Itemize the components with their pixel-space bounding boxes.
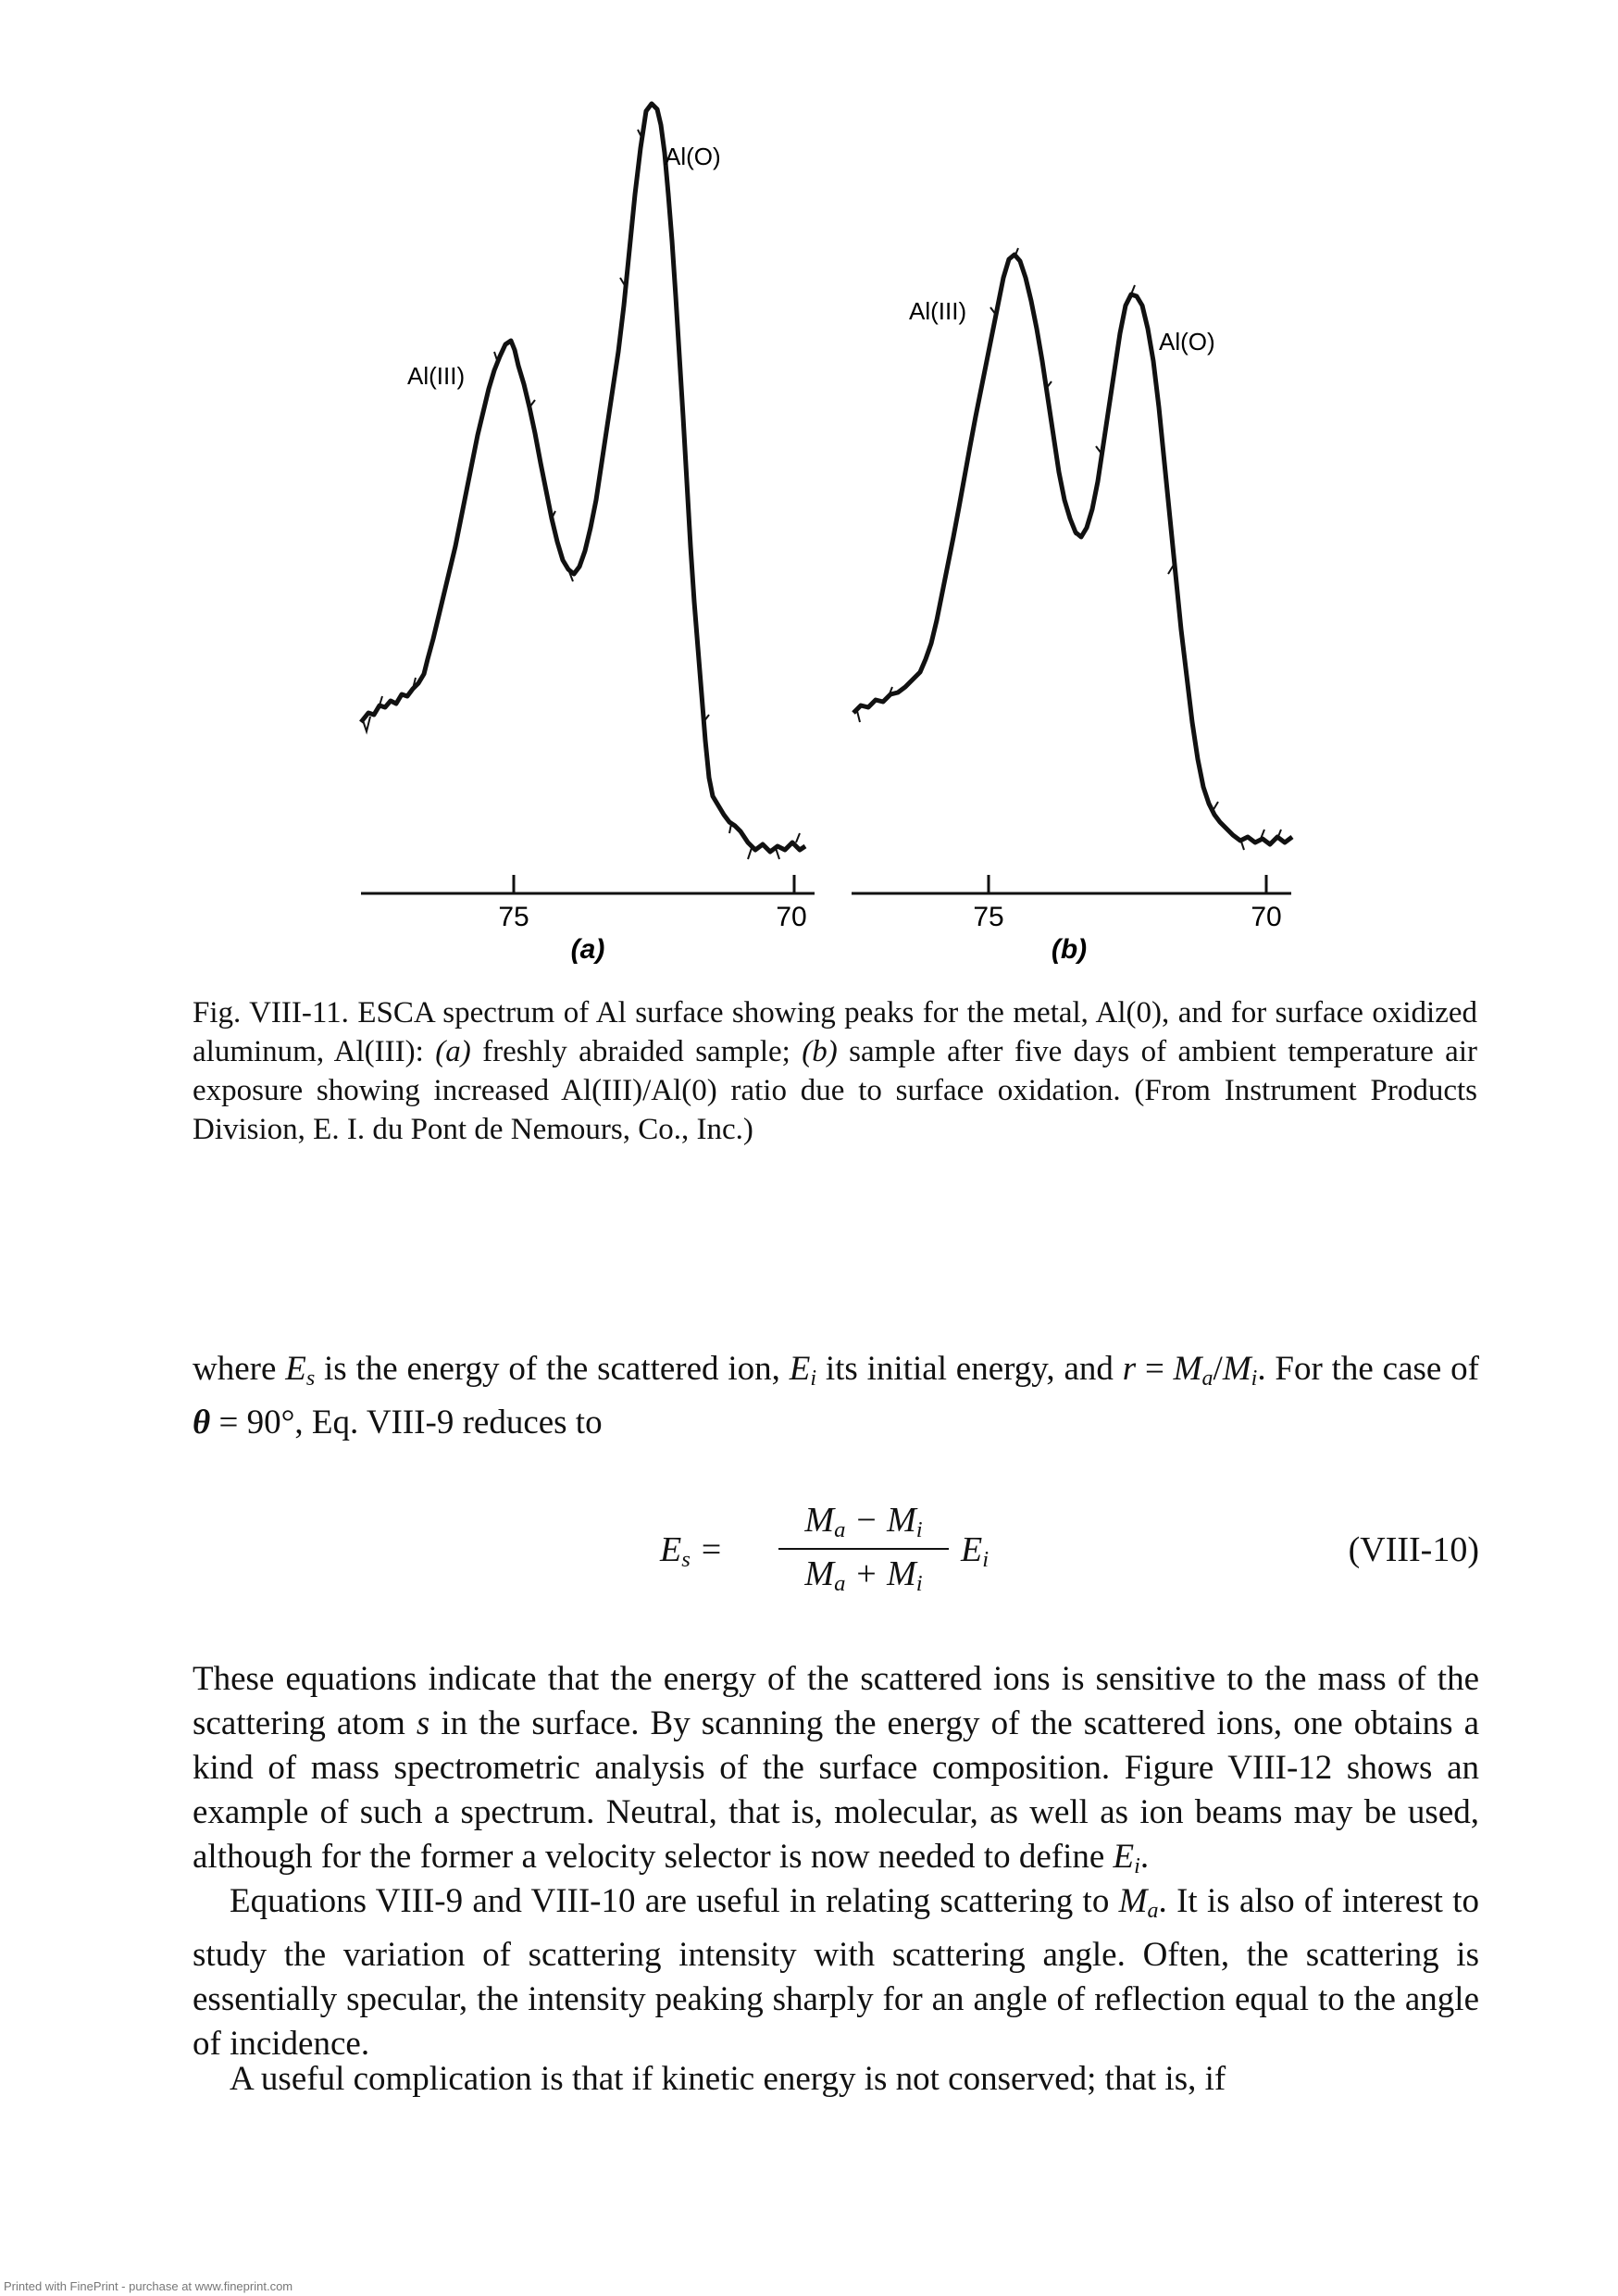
panel-a: Al(III) Al(O) 75 70 (a) [359, 101, 815, 965]
print-footer: Printed with FinePrint - purchase at www… [4, 2279, 293, 2293]
equation-denominator: Ma + Mi [804, 1554, 923, 1597]
peak-label-b-al3: Al(III) [909, 297, 966, 325]
esca-figure: Al(III) Al(O) 75 70 (a) Al(III) Al(O) 75… [0, 0, 1618, 981]
caption-b-text: sample after five days of ambient temper… [193, 1035, 1477, 1146]
tick-label-b-75: 75 [973, 902, 1003, 932]
spectrum-trace-b [852, 252, 1294, 847]
paragraph-1: where Es is the energy of the scattered … [193, 1350, 1479, 1441]
caption-a-marker: (a) [435, 1035, 471, 1068]
peak-label-a-al0: Al(O) [665, 143, 721, 170]
fraction-bar [778, 1548, 949, 1550]
spectrum-trace-b-noise [856, 247, 1282, 851]
caption-b-marker: (b) [802, 1035, 838, 1068]
panel-label-b: (b) [1052, 934, 1087, 965]
equation-lhs: Es = [660, 1530, 723, 1573]
equation-number: (VIII-10) [1348, 1530, 1479, 1569]
peak-label-b-al0: Al(O) [1159, 328, 1215, 356]
caption-lead: Fig. VIII-11. ESCA spectrum of Al surfac… [193, 996, 1477, 1068]
paragraph-4: A useful complication is that if kinetic… [230, 2060, 1226, 2098]
tick-label-a-70: 70 [776, 902, 806, 932]
equation-rhs: Ei [961, 1530, 989, 1573]
equation-numerator: Ma − Mi [804, 1501, 923, 1543]
esca-spectra-svg: Al(III) Al(O) 75 70 (a) Al(III) Al(O) 75… [359, 101, 1294, 965]
panel-label-a: (a) [571, 934, 605, 965]
spectrum-trace-a-noise [362, 129, 801, 860]
paragraph-3: Equations VIII-9 and VIII-10 are useful … [193, 1882, 1480, 2063]
tick-label-b-70: 70 [1251, 902, 1281, 932]
paragraph-2: These equations indicate that the energy… [193, 1660, 1480, 1878]
tick-label-a-75: 75 [498, 902, 529, 932]
equation-viii-10: Es = Ma − Mi Ma + Mi Ei (VIII-10) [193, 1500, 1479, 1611]
equation-fraction: Ma − Mi Ma + Mi [771, 1500, 956, 1602]
figure-caption: Fig. VIII-11. ESCA spectrum of Al surfac… [193, 993, 1477, 1149]
caption-a-text: freshly abraided sample; [482, 1035, 790, 1068]
panel-b: Al(III) Al(O) 75 70 (b) [852, 247, 1294, 965]
spectrum-trace-a [359, 101, 807, 855]
peak-label-a-al3: Al(III) [407, 362, 465, 390]
